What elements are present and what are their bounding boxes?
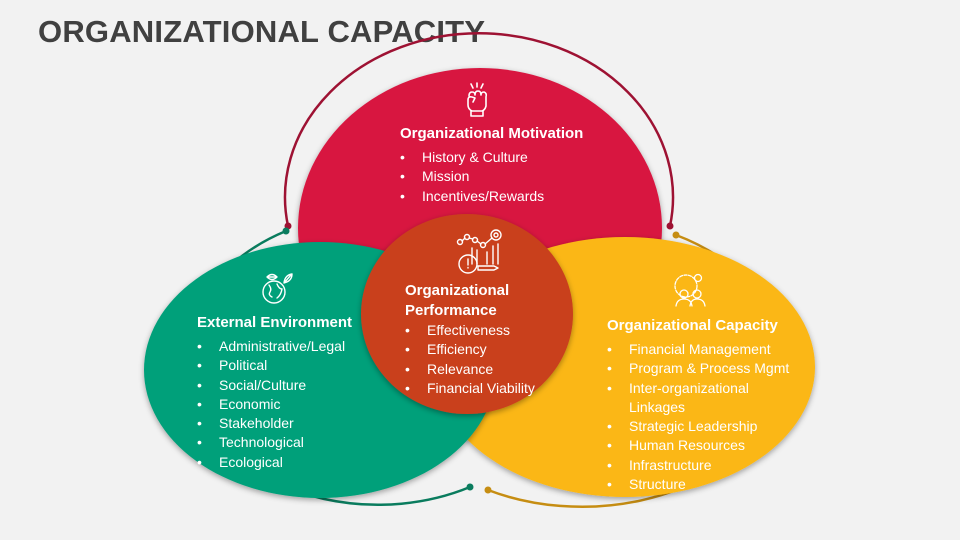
motivation-list: History & Culture Mission Incentives/Rew… [400,148,583,206]
performance-heading-line2: Performance [405,302,497,319]
performance-chart-icon [456,229,502,274]
list-item: Incentives/Rewards [400,187,583,207]
list-item: Financial Management [607,340,789,360]
list-item: Human Resources [607,436,789,456]
performance-list: Effectiveness Efficiency Relevance Finan… [405,321,535,398]
capacity-heading: Organizational Capacity [607,317,778,334]
environment-block: External Environment Administrative/Lega… [197,313,352,472]
list-item: Efficiency [405,340,535,360]
list-item: Infrastructure [607,456,789,476]
motivation-ring [283,32,675,227]
list-item: Political [197,356,352,376]
performance-block: Organizational Performance Effectiveness… [405,281,535,398]
list-item: Strategic Leadership [607,417,789,437]
list-item: Mission [400,167,583,187]
environment-list: Administrative/Legal Political Social/Cu… [197,337,352,472]
capacity-block: Organizational Capacity Financial Manage… [607,316,789,495]
list-item: History & Culture [400,148,583,168]
performance-heading-line1: Organizational [405,282,510,299]
environment-heading: External Environment [197,314,353,331]
list-item: Financial Viability [405,379,535,399]
raised-fist-icon [467,82,488,117]
list-item: Administrative/Legal [197,337,352,357]
list-item: Inter-organizational [607,379,789,399]
motivation-heading: Organizational Motivation [400,125,584,142]
list-item: Stakeholder [197,414,352,434]
motivation-block: Organizational Motivation History & Cult… [400,124,583,206]
list-item: Effectiveness [405,321,535,341]
list-item: Economic [197,395,352,415]
globe-leaves-icon [262,273,293,304]
team-gear-icon [674,273,706,307]
list-item: Structure [607,475,789,495]
list-item: Program & Process Mgmt [607,359,789,379]
list-item: Social/Culture [197,376,352,396]
list-item: Ecological [197,453,352,473]
list-item: Relevance [405,360,535,380]
list-item: Technological [197,433,352,453]
list-item-continuation: Linkages [629,398,686,415]
capacity-list: Financial Management Program & Process M… [607,340,789,495]
